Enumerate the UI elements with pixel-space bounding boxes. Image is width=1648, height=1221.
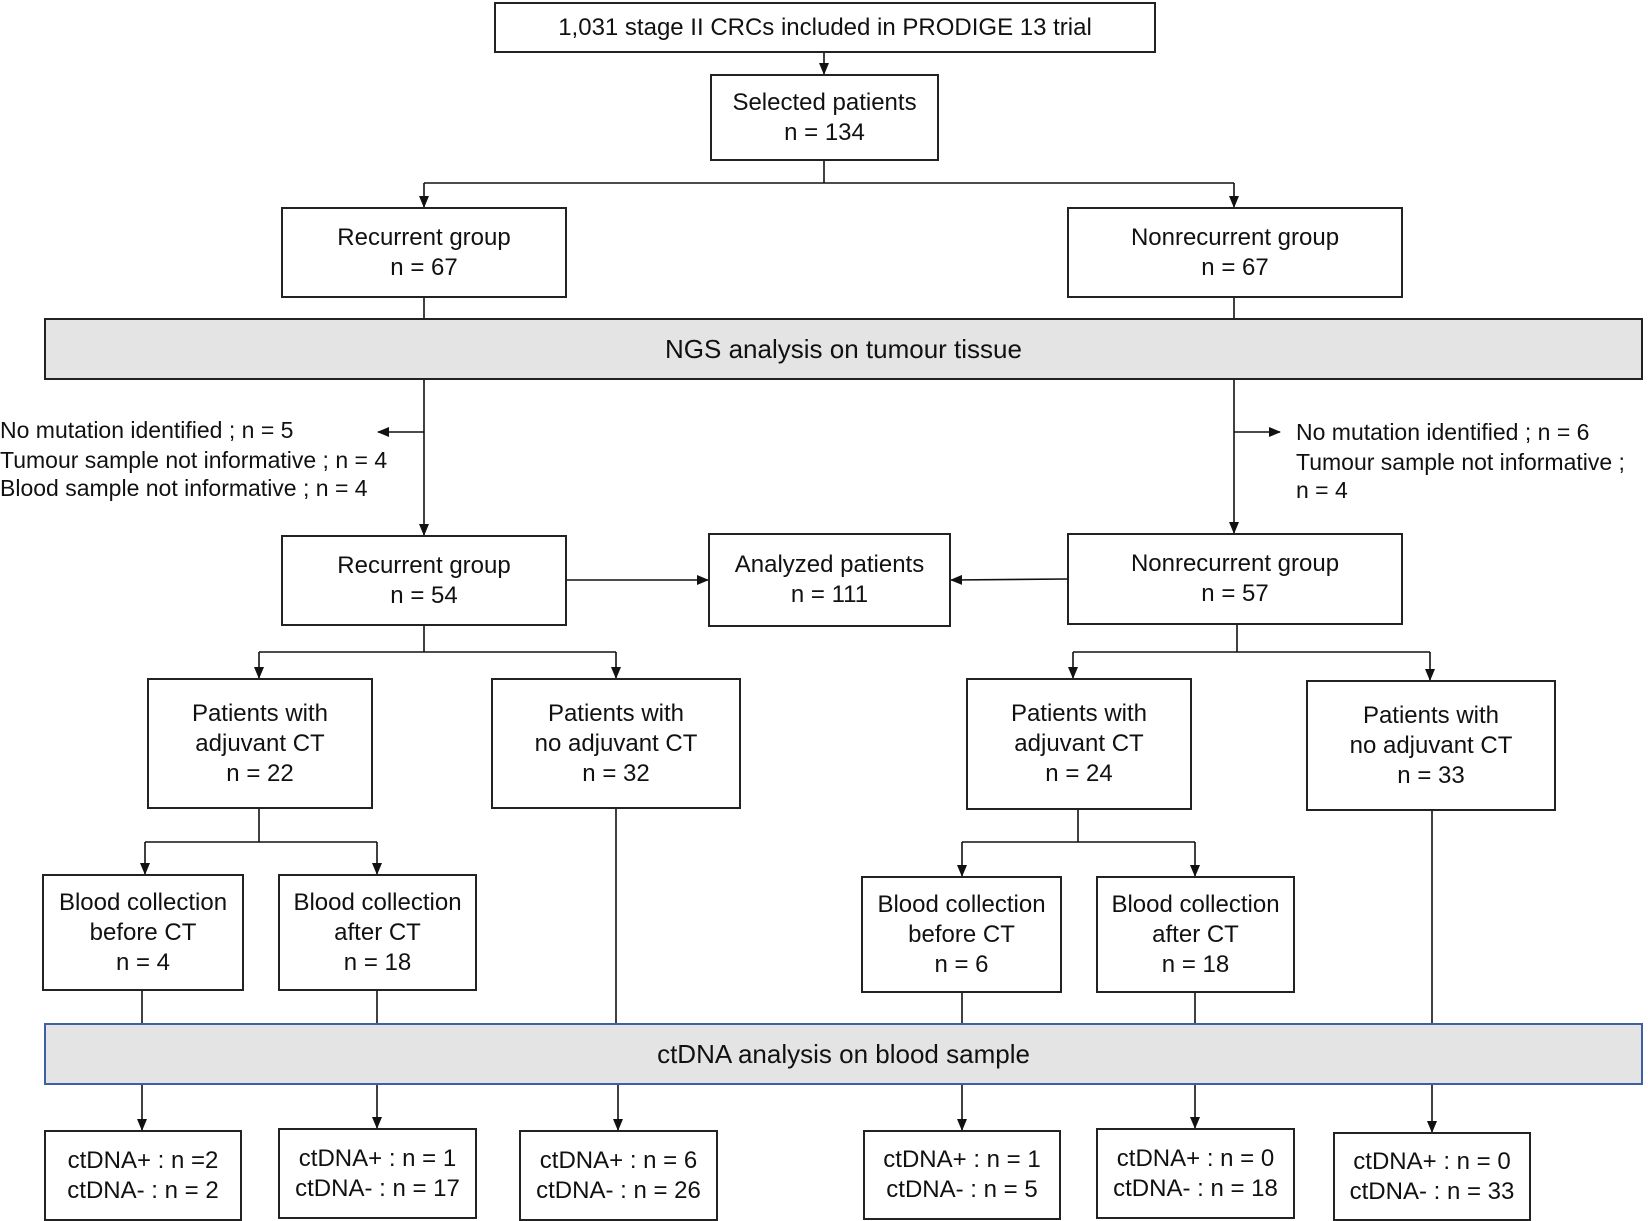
ctdna-positive: ctDNA+ : n = 0 <box>1353 1147 1511 1175</box>
nonrecurrent-title: Nonrecurrent group <box>1130 223 1340 251</box>
non-adjuvant-box: Patients with adjuvant CT n = 24 <box>966 678 1192 810</box>
recurrent-group-analyzed-box: Recurrent group n = 54 <box>281 535 567 626</box>
non-after-line1: Blood collection <box>1111 890 1280 918</box>
non-before-line2: before CT <box>908 920 1015 948</box>
ctdna-positive: ctDNA+ : n =2 <box>67 1146 219 1174</box>
left-exclusions: No mutation identified ; n = 5 Tumour sa… <box>0 415 387 503</box>
recurrent-title: Recurrent group <box>337 223 511 251</box>
result-box: ctDNA+ : n = 1 ctDNA- : n = 5 <box>863 1130 1061 1220</box>
ctdna-negative: ctDNA- : n = 2 <box>67 1176 219 1204</box>
non-blood-after-box: Blood collection after CT n = 18 <box>1096 876 1295 993</box>
left-exclusion-line: No mutation identified ; n = 5 <box>0 417 294 443</box>
analyzed-patients-box: Analyzed patients n = 111 <box>708 533 951 627</box>
result-box: ctDNA+ : n = 0 ctDNA- : n = 18 <box>1096 1128 1295 1219</box>
ctdna-negative: ctDNA- : n = 18 <box>1113 1174 1278 1202</box>
trial-box: 1,031 stage II CRCs included in PRODIGE … <box>494 2 1156 53</box>
rec-after-line1: Blood collection <box>293 888 462 916</box>
rec-blood-before-box: Blood collection before CT n = 4 <box>42 874 244 991</box>
left-exclusion-line: Blood sample not informative ; n = 4 <box>0 475 368 501</box>
analyzed-title: Analyzed patients <box>734 551 925 578</box>
right-exclusions: No mutation identified ; n = 6 Tumour sa… <box>1296 417 1625 505</box>
ctdna-analysis-band: ctDNA analysis on blood sample <box>44 1023 1643 1085</box>
recurrent2-n: n = 54 <box>390 581 458 609</box>
recurrent2-title: Recurrent group <box>337 551 511 579</box>
analyzed-n: n = 111 <box>790 581 869 608</box>
non-after-line2: after CT <box>1152 920 1239 948</box>
ctdna-negative: ctDNA- : n = 33 <box>1349 1177 1515 1205</box>
result-box: ctDNA+ : n = 0 ctDNA- : n = 33 <box>1333 1132 1531 1221</box>
non-noadj-line1: Patients with <box>1362 701 1500 729</box>
rec-adjuvant-box: Patients with adjuvant CT n = 22 <box>147 678 373 809</box>
non-before-n: n = 6 <box>934 950 989 978</box>
ngs-analysis-band: NGS analysis on tumour tissue <box>44 318 1643 380</box>
ctdna-negative: ctDNA- : n = 17 <box>295 1174 460 1202</box>
nonrecurrent2-n: n = 57 <box>1201 580 1269 607</box>
ctdna-negative: ctDNA- : n = 5 <box>886 1176 1038 1203</box>
rec-noadj-n: n = 32 <box>582 759 650 787</box>
rec-adj-n: n = 22 <box>226 759 294 787</box>
left-exclusion-line: Tumour sample not informative ; n = 4 <box>0 447 388 473</box>
right-exclusion-line: n = 4 <box>1296 477 1348 503</box>
result-box: ctDNA+ : n = 1 ctDNA- : n = 17 <box>278 1128 477 1219</box>
non-adj-line2: adjuvant CT <box>1014 730 1144 757</box>
selected-n: n = 134 <box>784 118 865 146</box>
rec-noadj-line1: Patients with <box>547 699 685 727</box>
ctdna-negative: ctDNA- : n = 26 <box>536 1176 701 1204</box>
rec-noadj-line2: no adjuvant CT <box>534 729 698 757</box>
ctdna-positive: ctDNA+ : n = 0 <box>1116 1144 1275 1172</box>
selected-patients-box: Selected patients n = 134 <box>710 74 939 161</box>
non-adj-line1: Patients with <box>1010 700 1148 727</box>
right-exclusion-line: Tumour sample not informative ; <box>1296 449 1625 475</box>
rec-blood-after-box: Blood collection after CT n = 18 <box>278 874 477 991</box>
right-exclusion-line: No mutation identified ; n = 6 <box>1296 419 1590 445</box>
non-no-adjuvant-box: Patients with no adjuvant CT n = 33 <box>1306 680 1556 811</box>
ctdna-positive: ctDNA+ : n = 1 <box>883 1146 1041 1173</box>
trial-label: 1,031 stage II CRCs included in PRODIGE … <box>558 13 1092 41</box>
ctdna-positive: ctDNA+ : n = 1 <box>298 1144 457 1172</box>
result-box: ctDNA+ : n =2 ctDNA- : n = 2 <box>44 1130 242 1221</box>
rec-no-adjuvant-box: Patients with no adjuvant CT n = 32 <box>491 678 741 809</box>
recurrent-group-box: Recurrent group n = 67 <box>281 207 567 298</box>
non-noadj-line2: no adjuvant CT <box>1349 731 1513 759</box>
non-adj-n: n = 24 <box>1045 760 1113 787</box>
rec-adj-line2: adjuvant CT <box>195 729 325 757</box>
nonrecurrent-n: n = 67 <box>1201 253 1269 281</box>
nonrecurrent-group-box: Nonrecurrent group n = 67 <box>1067 207 1403 298</box>
recurrent-n: n = 67 <box>390 253 458 281</box>
non-after-n: n = 18 <box>1161 950 1230 978</box>
ctdna-positive: ctDNA+ : n = 6 <box>539 1146 698 1174</box>
rec-adj-line1: Patients with <box>191 699 329 727</box>
rec-before-line2: before CT <box>89 918 197 946</box>
non-before-line1: Blood collection <box>877 890 1046 918</box>
non-noadj-n: n = 33 <box>1397 761 1465 789</box>
rec-before-line1: Blood collection <box>58 888 228 916</box>
non-blood-before-box: Blood collection before CT n = 6 <box>861 876 1062 993</box>
result-box: ctDNA+ : n = 6 ctDNA- : n = 26 <box>519 1130 718 1221</box>
ngs-label: NGS analysis on tumour tissue <box>665 333 1022 364</box>
rec-before-n: n = 4 <box>115 948 171 976</box>
nonrecurrent-group-analyzed-box: Nonrecurrent group n = 57 <box>1067 533 1403 625</box>
ctdna-label: ctDNA analysis on blood sample <box>657 1038 1030 1069</box>
rec-after-n: n = 18 <box>343 948 412 976</box>
rec-after-line2: after CT <box>334 918 421 946</box>
selected-title: Selected patients <box>732 88 917 116</box>
nonrecurrent2-title: Nonrecurrent group <box>1130 550 1340 577</box>
